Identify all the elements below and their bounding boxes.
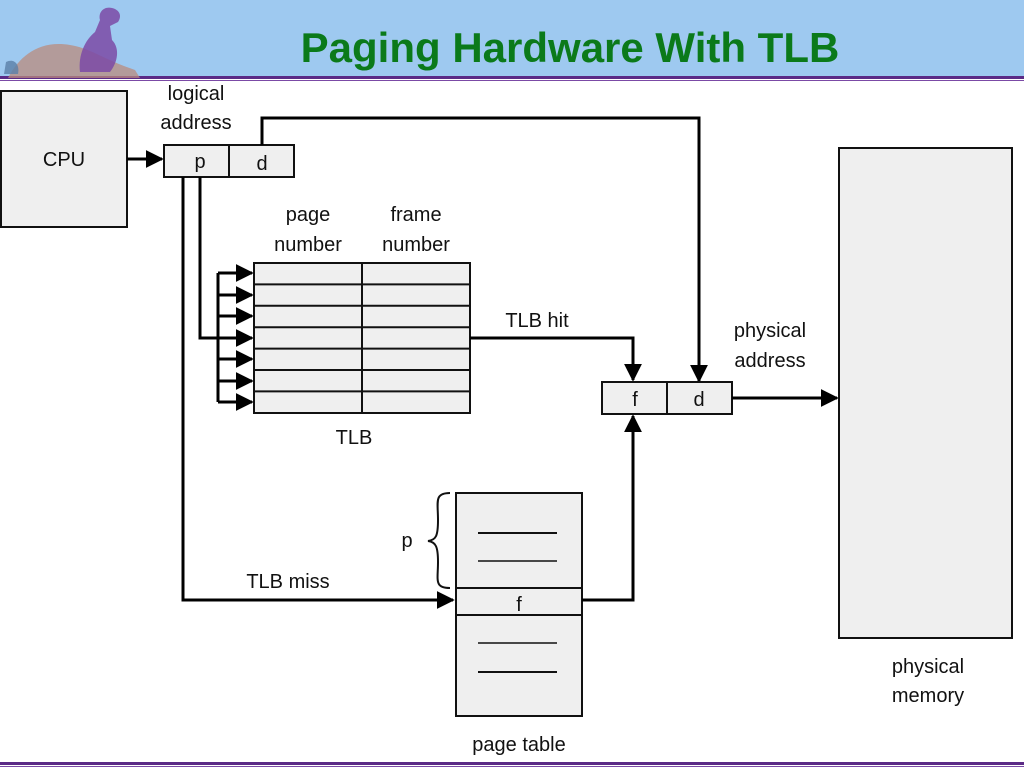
- page-table: [455, 492, 583, 717]
- physical-address-f: f: [632, 389, 638, 411]
- page-table-f: f: [516, 594, 522, 616]
- tlb-miss-label: TLB miss: [246, 571, 329, 593]
- header-divider-thin: [0, 80, 1024, 81]
- logical-address-label-line2: address: [160, 112, 231, 134]
- physical-address-label-line2: address: [734, 350, 805, 372]
- tlb-col-frame-line1: frame: [390, 204, 441, 226]
- page-table-label: page table: [472, 734, 565, 756]
- tlb-hit-arrow: [470, 336, 642, 382]
- physical-memory-label-line1: physical: [892, 656, 964, 678]
- footer-divider-thin: [0, 766, 1024, 767]
- slide-title: Paging Hardware With TLB: [300, 24, 840, 71]
- tlb-miss-arrow: [181, 177, 455, 609]
- physical-memory-label-line2: memory: [892, 685, 964, 707]
- tlb-lookup-arrows: [198, 177, 254, 411]
- slide-header: [0, 0, 1024, 76]
- logical-address-p: p: [194, 151, 205, 173]
- page-table-p: p: [401, 530, 412, 552]
- dinosaur-logo: [4, 7, 140, 78]
- page-table-brace: [427, 492, 451, 589]
- tlb-col-page-line1: page: [286, 204, 331, 226]
- footer-divider: [0, 762, 1024, 765]
- tlb-col-page-line2: number: [274, 234, 342, 256]
- logical-address-label-line1: logical: [168, 83, 225, 105]
- physical-memory-box: [838, 147, 1013, 639]
- offset-arrow: [260, 116, 708, 383]
- physical-address-d: d: [693, 389, 704, 411]
- cpu-label: CPU: [43, 149, 85, 171]
- physical-address-label-line1: physical: [734, 320, 806, 342]
- tlb-hit-label: TLB hit: [505, 310, 569, 332]
- logical-address-d: d: [256, 153, 267, 175]
- tlb-label: TLB: [336, 427, 373, 449]
- tlb-col-frame-line2: number: [382, 234, 450, 256]
- header-divider: [0, 76, 1024, 79]
- tlb-table: [253, 262, 471, 414]
- frame-to-address-arrow: [582, 414, 642, 602]
